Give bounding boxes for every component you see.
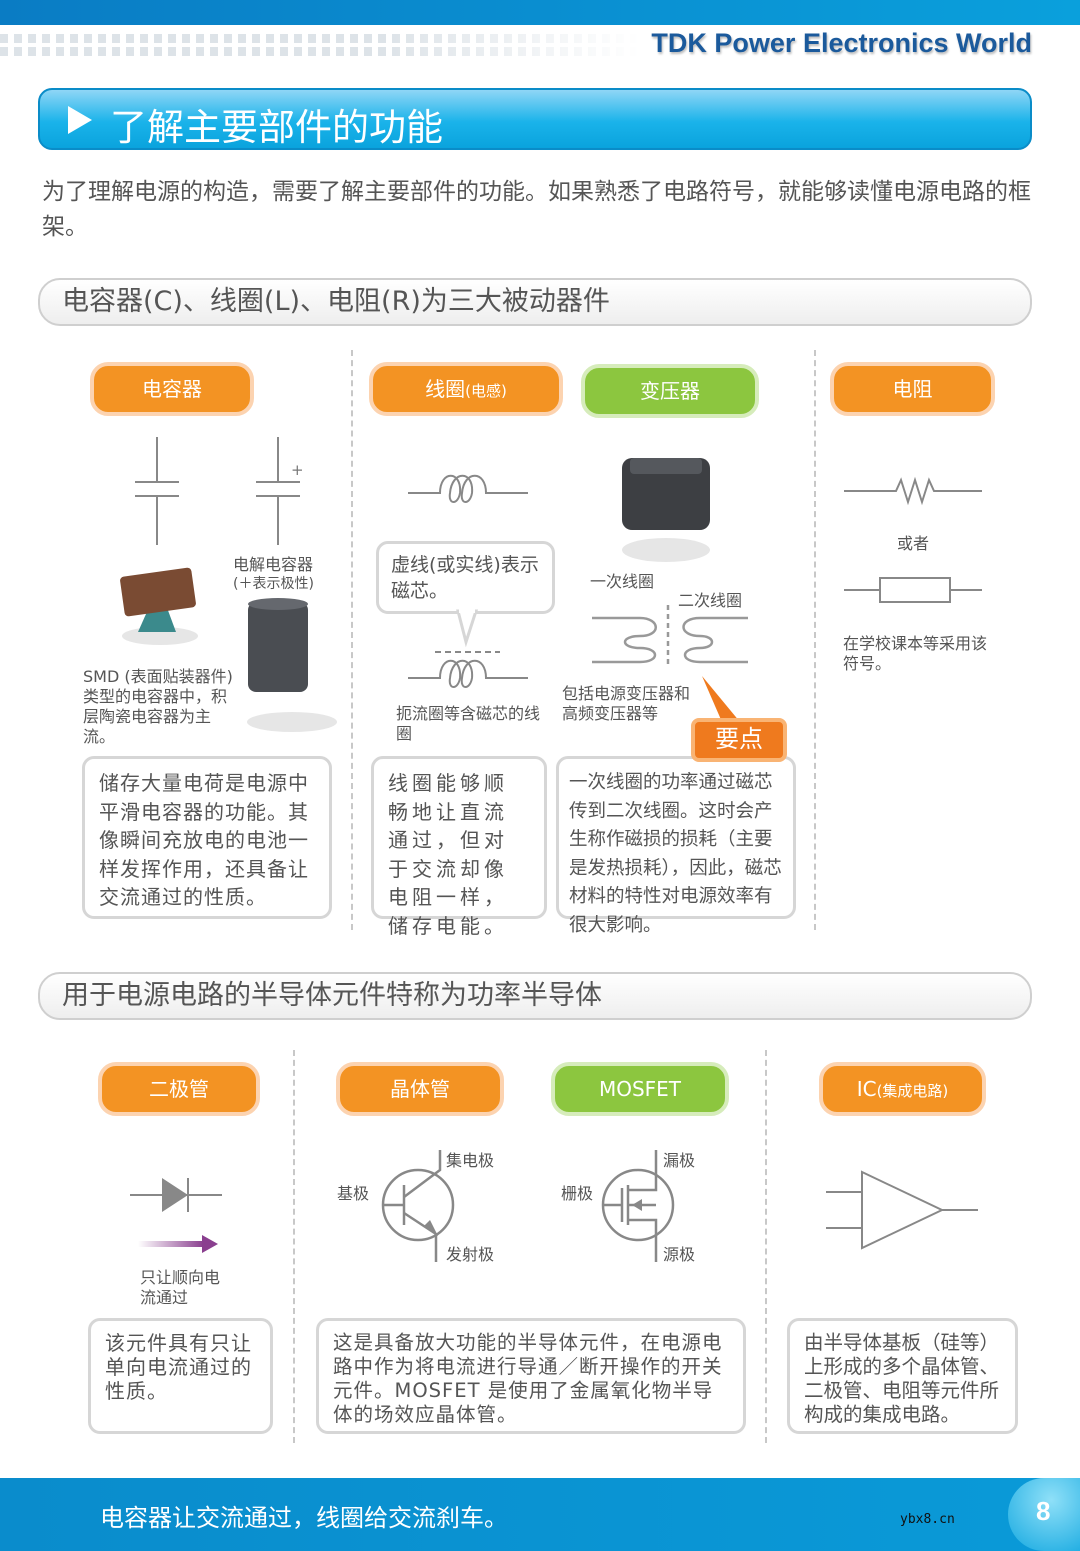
transistor-label: 晶体管: [336, 1062, 504, 1116]
page-number: 8: [1036, 1496, 1051, 1526]
footer-bar: 电容器让交流通过，线圈给交流刹车。 ybx8.cn 8: [0, 1478, 1080, 1551]
footer-tagline: 电容器让交流通过，线圈给交流刹车。: [100, 1504, 508, 1532]
page-title-bar: 了解主要部件的功能: [38, 88, 1032, 150]
divider: [351, 350, 353, 930]
resistor-symbols: [844, 476, 982, 603]
coil-label-sub: (电感): [465, 382, 507, 400]
resistor-label: 电阻: [830, 362, 995, 416]
section-heading-passive: 电容器(C)、线圈(L)、电阻(R)为三大被动器件: [38, 278, 1032, 326]
base-label: 基极: [337, 1184, 370, 1203]
emitter-label: 发射极: [446, 1245, 495, 1264]
resistor-note: 在学校课本等采用该符号。: [843, 634, 988, 673]
section-heading-semiconductor: 用于电源电路的半导体元件特称为功率半导体: [38, 972, 1032, 1020]
ic-label-text: IC: [856, 1077, 877, 1101]
bubble-tail: [456, 609, 479, 648]
key-point-badge: 要点: [691, 718, 787, 762]
coil-description: 线圈能够顺畅地让直流通过，但对于交流却像电阻一样，储存电能。: [371, 756, 547, 938]
coil-label-text: 线圈: [425, 377, 466, 401]
diode-label: 二极管: [98, 1062, 260, 1116]
coil-label: 线圈(电感): [369, 362, 563, 416]
electrolytic-label: 电解电容器: [233, 555, 314, 574]
mosfet-label: MOSFET: [551, 1062, 729, 1116]
transistor-mosfet-symbols: [381, 1150, 675, 1262]
ic-symbol: [826, 1170, 978, 1250]
plus-sign: +: [291, 461, 304, 479]
page-number-disc: [1008, 1478, 1080, 1551]
top-bar: [0, 0, 1080, 25]
capacitor-symbols: [120, 437, 337, 732]
ic-label: IC(集成电路): [819, 1062, 986, 1116]
collector-label: 集电极: [446, 1151, 495, 1170]
secondary-coil-label: 二次线圈: [678, 591, 743, 610]
source-label: 源极: [663, 1245, 696, 1264]
transformer-note: 包括电源变压器和高频变压器等: [562, 684, 691, 723]
transformer-label: 变压器: [581, 364, 759, 418]
drain-label: 漏极: [663, 1151, 696, 1170]
diode-description: 该元件具有只让单向电流通过的性质。: [88, 1318, 273, 1434]
brand: TDK Power Electronics World: [651, 28, 1032, 58]
play-triangle-icon: [68, 106, 92, 134]
transistor-description: 这是具备放大功能的半导体元件，在电源电路中作为将电流进行导通／断开操作的开关元件…: [316, 1318, 746, 1434]
inductor-symbols: [408, 474, 528, 688]
capacitor-label: 电容器: [90, 362, 254, 416]
polarity-note: (＋表示极性): [233, 576, 314, 592]
dotted-decoration: [0, 34, 640, 56]
transformer-description: 一次线圈的功率通过磁芯传到二次线圈。这时会产生称作磁损的损耗（主要是发热损耗），…: [556, 756, 796, 936]
ic-label-sub: (集成电路): [876, 1082, 949, 1100]
watermark: ybx8.cn: [900, 1512, 955, 1527]
core-speech-bubble: 虚线(或实线)表示磁芯。: [376, 541, 555, 614]
transformer-illustration: [592, 458, 748, 722]
diode-note: 只让顺向电流通过: [140, 1268, 221, 1307]
or-label: 或者: [897, 534, 930, 553]
intro-text: 为了理解电源的构造，需要了解主要部件的功能。如果熟悉了电路符号，就能够读懂电源电…: [42, 179, 1031, 240]
diode-symbol: [130, 1178, 222, 1253]
divider: [293, 1050, 295, 1443]
primary-coil-label: 一次线圈: [590, 572, 655, 591]
divider: [814, 350, 816, 930]
choke-note: 扼流圈等含磁芯的线圈: [396, 704, 541, 743]
divider: [765, 1050, 767, 1443]
smd-note: SMD (表面贴装器件)类型的电容器中，积层陶瓷电容器为主流。: [83, 667, 233, 746]
gate-label: 栅极: [561, 1184, 594, 1203]
capacitor-description: 储存大量电荷是电源中平滑电容器的功能。其像瞬间充放电的电池一样发挥作用，还具备让…: [82, 756, 332, 919]
ic-description: 由半导体基板（硅等）上形成的多个晶体管、二极管、电阻等元件所构成的集成电路。: [787, 1318, 1018, 1434]
page-title: 了解主要部件的功能: [110, 106, 443, 149]
